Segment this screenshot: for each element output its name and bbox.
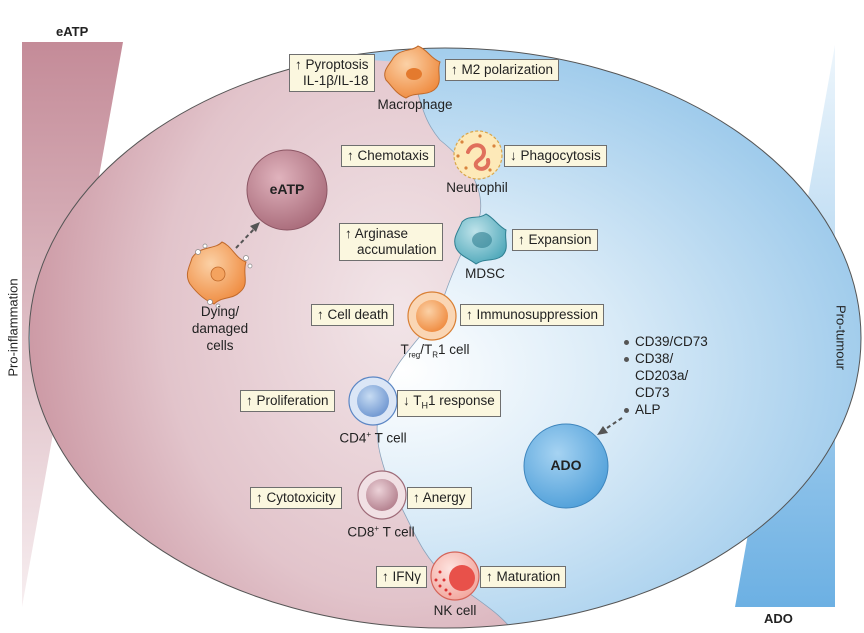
dying-to-eatp-arrow — [235, 227, 256, 249]
cd4-t-cell-icon — [348, 376, 398, 426]
cd8-right-label: ↑ Anergy — [407, 487, 472, 509]
neutrophil-right-label: ↓ Phagocytosis — [504, 145, 607, 167]
dying-cells-caption: Dying/ damaged cells — [191, 304, 249, 353]
enzymes-to-ado-arrow — [603, 417, 623, 431]
macrophage-left-label: ↑ Pyroptosis IL-1β/IL-18 — [289, 54, 375, 92]
eatp-gradient-title: eATP — [56, 24, 89, 39]
ado-node-label: ADO — [550, 457, 582, 473]
enzyme-item: ALP — [624, 401, 708, 418]
eatp-node-label: eATP — [269, 181, 305, 197]
neutrophil-caption: Neutrophil — [446, 180, 508, 195]
enzyme-item: CD73 — [635, 385, 670, 400]
pro-inflammation-label: Pro-inflammation — [5, 278, 21, 377]
treg-caption: Treg/TR1 cell — [400, 342, 470, 360]
arrowhead-ado — [597, 426, 608, 435]
inflammatory-zone — [30, 48, 520, 628]
nk-right-label: ↑ Maturation — [480, 566, 567, 588]
nk-cell-icon — [430, 551, 480, 601]
cd4-caption: CD4+ T cell — [339, 430, 407, 446]
macrophage-icon — [384, 45, 441, 99]
nk-left-label: ↑ IFNγ — [376, 566, 427, 588]
cd8-left-label: ↑ Cytotoxicity — [250, 487, 342, 509]
treg-cell-icon — [407, 291, 457, 341]
neutrophil-icon — [453, 130, 503, 180]
mdsc-right-label: ↑ Expansion — [512, 229, 598, 251]
arrowhead-eatp — [250, 222, 260, 232]
enzyme-item: CD38/ — [624, 350, 708, 367]
dying-cell-icon — [186, 241, 253, 309]
mdsc-icon — [454, 213, 507, 265]
treg-left-label: ↑ Cell death — [311, 304, 395, 326]
tumour-microenvironment-circle — [29, 48, 861, 628]
eatp-node — [246, 149, 328, 231]
ado-node — [523, 423, 609, 509]
cd8-t-cell-icon — [357, 470, 407, 520]
enzyme-list: CD39/CD73 CD38/ CD203a/ CD73 ALP — [624, 333, 708, 418]
nk-caption: NK cell — [433, 603, 477, 618]
ado-gradient-title: ADO — [764, 611, 793, 626]
outer-circle-border — [28, 47, 862, 629]
cd8-caption: CD8+ T cell — [347, 524, 415, 540]
treg-right-label: ↑ Immunosuppression — [460, 304, 605, 326]
neutrophil-left-label: ↑ Chemotaxis — [341, 145, 435, 167]
macrophage-right-label: ↑ M2 polarization — [445, 59, 560, 81]
pro-tumour-label: Pro-tumour — [833, 304, 849, 371]
cd4-left-label: ↑ Proliferation — [240, 390, 335, 412]
mdsc-left-label: ↑ Arginase accumulation — [339, 223, 443, 261]
macrophage-caption: Macrophage — [377, 97, 453, 112]
cd4-right-label: ↓ TH1 response — [397, 390, 501, 417]
enzyme-item: CD39/CD73 — [624, 333, 708, 350]
enzyme-item: CD203a/ — [635, 368, 689, 383]
mdsc-caption: MDSC — [465, 266, 505, 281]
